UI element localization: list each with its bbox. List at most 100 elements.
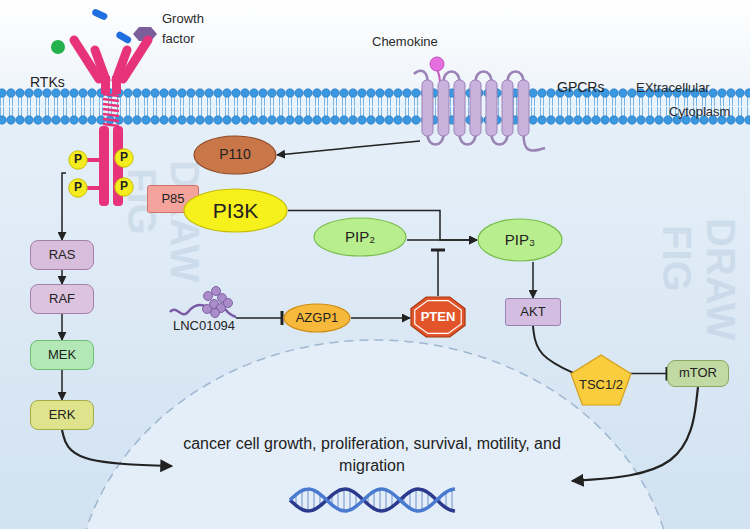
dna-rung [314, 490, 315, 509]
lipid-tail [372, 96, 373, 106]
lipid-tail [273, 107, 274, 117]
lipid-tail [597, 96, 598, 106]
lipid-tail [612, 96, 613, 106]
node-label: RTKs [30, 75, 65, 90]
transmembrane-helix [103, 114, 119, 116]
node-label: TSC1/2 [570, 354, 632, 406]
lipid-head [358, 89, 366, 97]
annotation-label: EXtracellular [636, 81, 710, 96]
rna-strand [170, 305, 205, 314]
dna-rung [380, 489, 381, 511]
lipid-tail [567, 96, 568, 106]
lipid-tail [207, 107, 208, 117]
node-label: cancer cell growth, proliferation, survi… [172, 433, 572, 529]
signal-arrow [532, 262, 534, 298]
lipid-tail [468, 96, 469, 106]
lipid-tail [252, 96, 253, 106]
lipid-head [43, 116, 51, 124]
lipid-tail [651, 96, 652, 106]
lipid-tail [153, 107, 154, 117]
lipid-tail [624, 96, 625, 106]
ellipse-outline [184, 189, 287, 232]
lipid-tail [621, 107, 622, 117]
lipid-tail [741, 107, 742, 117]
lipid-tail [630, 107, 631, 117]
protein-ellipse: P110 [193, 135, 277, 175]
lipid-tail [228, 96, 229, 106]
lipid-head [304, 116, 312, 124]
lipid-tail [399, 96, 400, 106]
lipid-tail [99, 96, 100, 106]
lipid-head [394, 116, 402, 124]
lipid-tail [603, 107, 604, 117]
lipid-tail [72, 107, 73, 117]
lipid-tail [75, 107, 76, 117]
lipid-tail [180, 107, 181, 117]
lipid-tail [741, 96, 742, 106]
lipid-tail [30, 96, 31, 106]
lipid-tail [549, 107, 550, 117]
lipid-tail [237, 96, 238, 106]
lipid-tail [243, 107, 244, 117]
lipid-tail [351, 96, 352, 106]
lipid-tail [138, 107, 139, 117]
lipid-tail [624, 107, 625, 117]
lipid-tail [615, 107, 616, 117]
lipid-tail [639, 96, 640, 106]
ellipse-outline [314, 218, 406, 256]
lipid-tail [255, 107, 256, 117]
lipid-tail [666, 96, 667, 106]
lipid-tail [540, 107, 541, 117]
lipid-head [250, 116, 258, 124]
lipid-head [34, 89, 42, 97]
lipid-tail [633, 107, 634, 117]
lipid-head [205, 116, 213, 124]
lipid-tail [369, 96, 370, 106]
lipid-tail [612, 107, 613, 117]
lipid-tail [288, 96, 289, 106]
gpcr-receptor-outline [418, 75, 542, 153]
dna-rung [410, 492, 411, 509]
lipid-tail [342, 96, 343, 106]
lipid-tail [234, 96, 235, 106]
lipid-head [538, 116, 546, 124]
lipid-tail [9, 107, 10, 117]
lipid-tail [597, 107, 598, 117]
lipid-tail [210, 96, 211, 106]
lipid-head [412, 116, 420, 124]
lipid-tail [207, 96, 208, 106]
lipid-tail [615, 96, 616, 106]
lipid-tail [291, 96, 292, 106]
octagon-outline [411, 297, 465, 337]
lipid-tail [147, 107, 148, 117]
lipid-head [7, 89, 15, 97]
lipid-head [250, 89, 258, 97]
protein-ellipse: AZGP1 [283, 303, 351, 333]
node-label: P [68, 178, 88, 198]
lipid-head [196, 116, 204, 124]
lipid-tail [66, 107, 67, 117]
chemokine-ligand [430, 57, 444, 71]
lipid-head [646, 116, 654, 124]
lipid-tail [102, 107, 103, 117]
lipid-tail [126, 96, 127, 106]
lipid-tail [3, 96, 4, 106]
gpcr-receptor: GPCRs [418, 75, 542, 153]
lipid-tail [147, 96, 148, 106]
lipid-head [709, 89, 717, 97]
dna-rung [452, 489, 453, 510]
lipid-tail [243, 96, 244, 106]
lipid-tail [291, 107, 292, 117]
lipid-tail [408, 96, 409, 106]
lipid-tail [279, 107, 280, 117]
lipid-tail [99, 107, 100, 117]
lipid-head [259, 116, 267, 124]
lipid-tail [246, 107, 247, 117]
receptor-stem [101, 76, 110, 94]
signal-arrow [277, 141, 420, 155]
lipid-tail [657, 96, 658, 106]
lipid-tail [381, 107, 382, 117]
node-label: P110 [193, 135, 277, 175]
lipid-head [223, 116, 231, 124]
lipid-tail [198, 96, 199, 106]
